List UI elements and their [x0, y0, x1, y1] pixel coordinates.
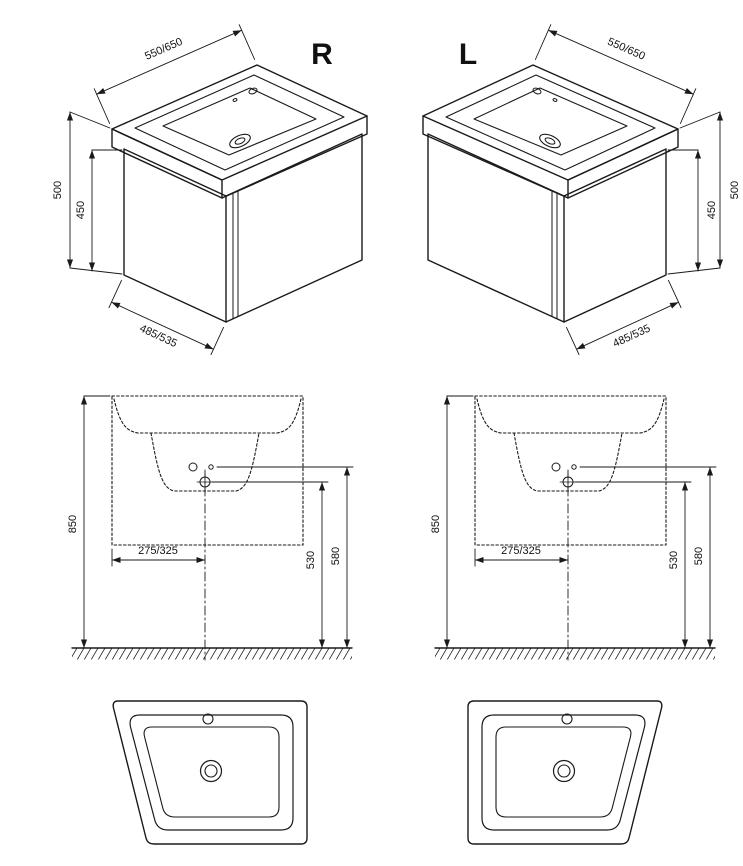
width-dimension-label: 550/650 [143, 36, 184, 63]
body-height-dimension-label: 450 [75, 201, 87, 219]
mounting-height-dimension-label: 850 [430, 515, 442, 533]
supply-height-dimension-label: 580 [330, 547, 342, 565]
iso-view-r: R 550/650 500 450 485/535 [52, 25, 367, 355]
plan-r-linework [112, 700, 308, 845]
siphon-height-dimension-label: 530 [305, 551, 317, 569]
depth-dimension-label: 485/535 [611, 323, 652, 351]
supply-height-dimension-label: 580 [693, 547, 705, 565]
total-height-dimension-label: 500 [52, 181, 64, 199]
iso-l-linework [423, 25, 720, 355]
iso-r-linework [70, 25, 367, 355]
center-offset-dimension-label: 275/325 [501, 545, 541, 557]
depth-dimension-label: 485/535 [138, 323, 179, 351]
variant-letter-l: L [459, 38, 477, 71]
front-r-linework [72, 396, 353, 660]
front-view-r: 850 275/325 530 580 [67, 396, 353, 660]
total-height-dimension-label: 500 [729, 181, 741, 199]
front-view-l: 850 275/325 530 580 [430, 396, 716, 660]
siphon-height-dimension-label: 530 [668, 551, 680, 569]
plan-l-linework [467, 700, 663, 845]
iso-view-l: L 550/650 500 450 485/535 [423, 25, 741, 355]
body-height-dimension-label: 450 [706, 201, 718, 219]
center-offset-dimension-label: 275/325 [138, 545, 178, 557]
plan-view-r [112, 700, 308, 845]
width-dimension-label: 550/650 [606, 36, 647, 63]
variant-letter-r: R [311, 38, 333, 71]
mounting-height-dimension-label: 850 [67, 515, 79, 533]
plan-view-l [467, 700, 663, 845]
front-l-linework [435, 396, 716, 660]
